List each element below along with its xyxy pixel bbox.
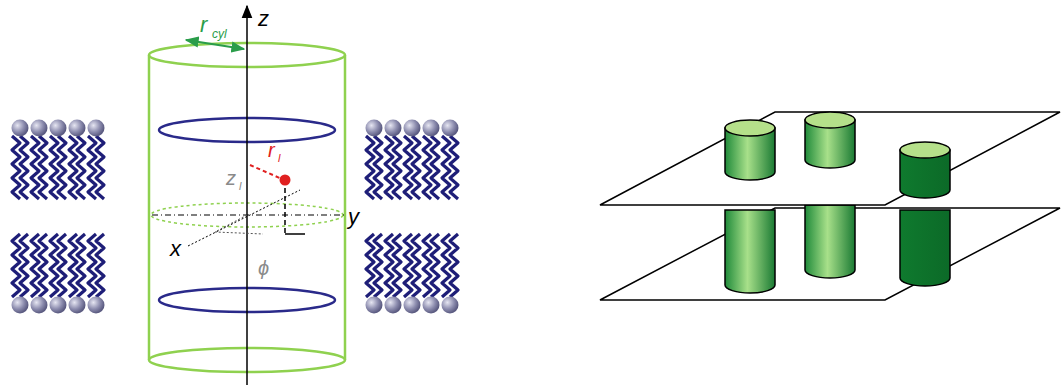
- axis-label: x: [170, 238, 181, 260]
- radius-subscript: cyl: [212, 28, 227, 40]
- radius-symbol: r: [200, 14, 207, 36]
- coordinate-subscript: l: [239, 181, 241, 192]
- axis-label: y: [348, 206, 359, 228]
- radius-symbol: r: [268, 140, 275, 160]
- coordinate-symbol: z: [226, 168, 236, 188]
- radius-subscript: l: [278, 153, 280, 164]
- angle-symbol: ϕ: [258, 258, 269, 278]
- axis-label: z: [258, 8, 269, 30]
